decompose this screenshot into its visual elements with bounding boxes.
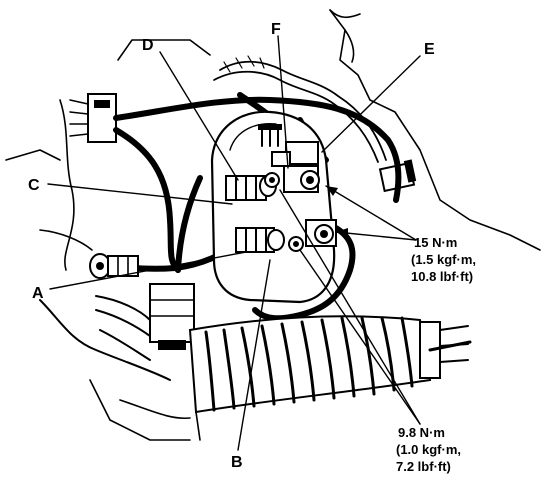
callout-a: A (32, 285, 44, 302)
torque-upper-line1: 15 N·m (414, 235, 457, 250)
callout-d: D (142, 37, 154, 54)
lower-subframe (89, 379, 201, 441)
leader-a (49, 251, 247, 290)
mounting-bolt-lower (288, 236, 304, 252)
leader-b (237, 259, 271, 451)
left-hoses (39, 295, 171, 381)
torque-spec-lower: 9.8 N·m (1.0 kgf·m, 7.2 lbf·ft) (396, 425, 461, 474)
leader-f (277, 35, 289, 169)
leader-torque-lower-1 (279, 189, 421, 425)
torque-upper-line2: (1.5 kgf·m, (411, 252, 476, 267)
mounting-bolt-upper (264, 172, 280, 188)
flare-nut-upper-right (283, 165, 320, 193)
torque-spec-upper: 15 N·m (1.5 kgf·m, 10.8 lbf·ft) (411, 235, 476, 284)
hose-fitting-left (89, 253, 139, 279)
torque-lower-line2: (1.0 kgf·m, (396, 442, 461, 457)
leader-d (159, 51, 239, 181)
callout-f: F (271, 21, 281, 38)
leader-torque-upper-1 (325, 185, 417, 241)
leader-lines (47, 35, 421, 451)
callout-c: C (28, 177, 40, 194)
torque-lower-line1: 9.8 N·m (398, 425, 445, 440)
hose-clamp-block (149, 283, 195, 350)
leader-c (47, 183, 233, 205)
torque-lower-line3: 7.2 lbf·ft) (396, 459, 451, 474)
callout-e: E (424, 41, 435, 58)
torque-upper-line3: 10.8 lbf·ft) (411, 269, 473, 284)
valve-body-top (271, 141, 319, 167)
callout-b: B (231, 454, 243, 471)
steering-rack-boot (188, 315, 472, 414)
flare-nut-lower-left (235, 227, 285, 253)
leader-arrowheads (326, 186, 348, 238)
body-panel (5, 9, 541, 271)
electrical-connector-left (69, 93, 117, 143)
leader-torque-upper-2 (335, 231, 417, 241)
leader-e (321, 55, 421, 153)
leader-torque-lower-2 (299, 249, 421, 425)
